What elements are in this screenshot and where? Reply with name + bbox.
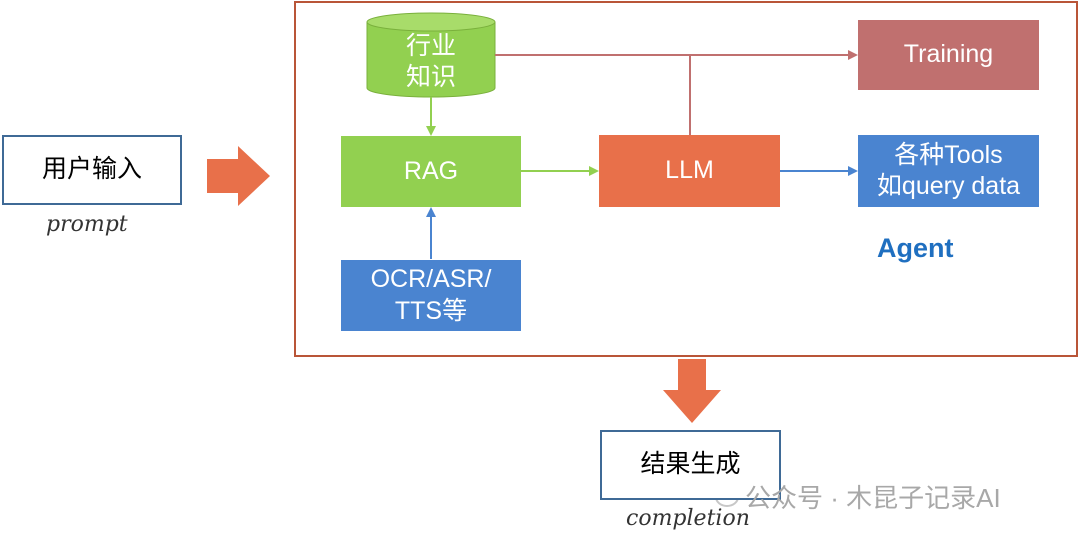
agent-frame xyxy=(294,1,1078,357)
output-arrow xyxy=(663,359,721,423)
training-label: Training xyxy=(903,40,994,69)
tools-label: 各种Tools 如query data xyxy=(876,140,1021,200)
ocr-asr-tts-box: OCR/ASR/ TTS等 xyxy=(341,260,521,331)
result-generation-box: 结果生成 xyxy=(600,430,781,500)
tools-box: 各种Tools 如query data xyxy=(858,135,1039,207)
watermark-text: 公众号 · 木昆子记录AI xyxy=(745,483,1001,513)
completion-label: completion xyxy=(626,506,750,531)
input-arrow xyxy=(207,146,270,206)
prompt-label: prompt xyxy=(46,212,128,237)
llm-label: LLM xyxy=(665,156,714,185)
llm-box: LLM xyxy=(599,135,780,207)
result-generation-label: 结果生成 xyxy=(640,450,741,479)
rag-label: RAG xyxy=(403,156,459,185)
rag-box: RAG xyxy=(341,136,521,207)
industry-knowledge-label: 行业 知识 xyxy=(405,31,456,91)
training-box: Training xyxy=(858,20,1039,90)
agent-label: Agent xyxy=(877,233,954,263)
user-input-label: 用户输入 xyxy=(41,155,142,184)
user-input-box: 用户输入 xyxy=(2,135,182,205)
ocr-asr-tts-label: OCR/ASR/ TTS等 xyxy=(370,265,492,325)
database-cylinder xyxy=(366,12,496,98)
